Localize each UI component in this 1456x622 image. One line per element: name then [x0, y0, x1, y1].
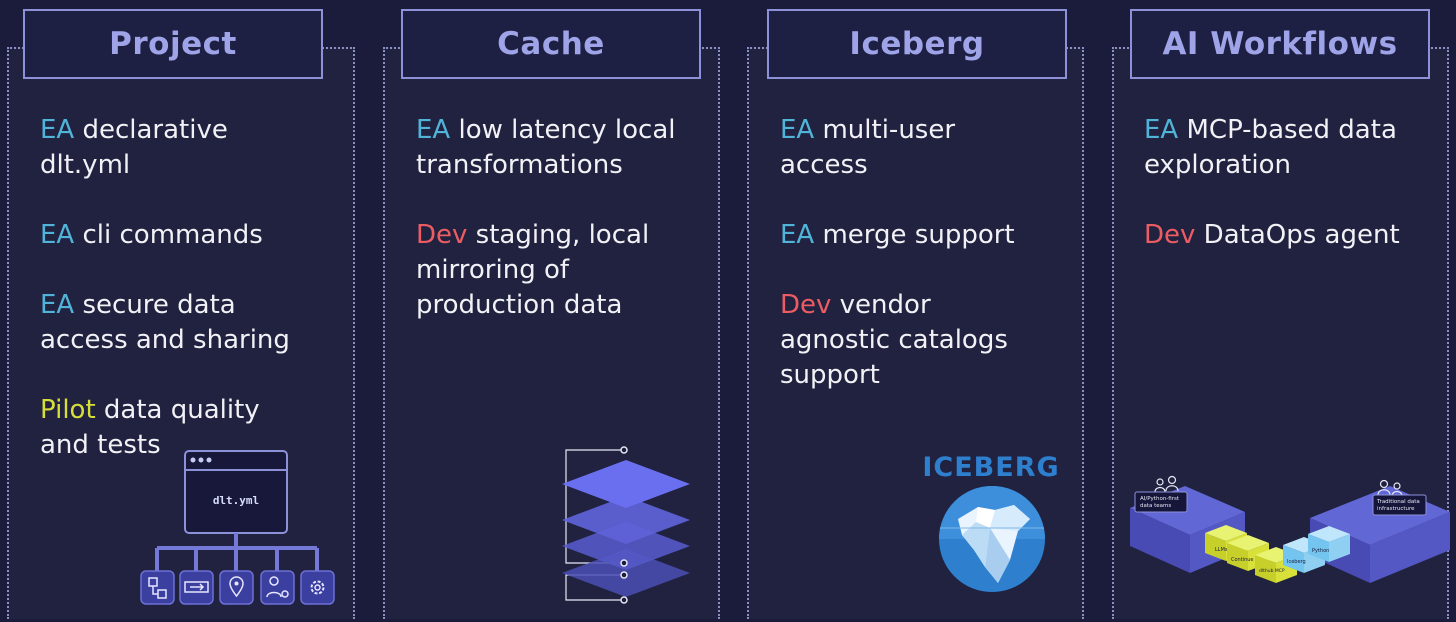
- roadmap-item: EA secure data access and sharing: [40, 288, 350, 358]
- status-tag: EA: [780, 220, 815, 250]
- status-tag: EA: [40, 290, 75, 320]
- column-panel-project: [7, 47, 355, 619]
- item-text: cli commands: [82, 220, 263, 250]
- header-iceberg: Iceberg: [767, 9, 1067, 79]
- item-text: merge support: [822, 220, 1015, 250]
- status-tag: EA: [1144, 115, 1179, 145]
- roadmap-item: EA cli commands: [40, 218, 350, 253]
- roadmap-item: Pilot data quality and tests: [40, 393, 350, 463]
- status-tag: EA: [780, 115, 815, 145]
- roadmap-item: EA low latency local transformations: [416, 113, 716, 183]
- status-tag: EA: [40, 220, 75, 250]
- status-tag: Pilot: [40, 395, 96, 425]
- status-tag: Dev: [780, 290, 832, 320]
- item-text: MCP-based data exploration: [1144, 115, 1397, 180]
- item-text: vendor agnostic catalogs support: [780, 290, 1008, 390]
- item-text: multi-user access: [780, 115, 956, 180]
- roadmap-item: Dev staging, local mirroring of producti…: [416, 218, 716, 323]
- header-project: Project: [23, 9, 323, 79]
- item-text: secure data access and sharing: [40, 290, 290, 355]
- item-text: data quality and tests: [40, 395, 260, 460]
- header-ai-workflows: AI Workflows: [1130, 9, 1430, 79]
- status-tag: EA: [416, 115, 451, 145]
- item-text: DataOps agent: [1203, 220, 1400, 250]
- status-tag: Dev: [416, 220, 468, 250]
- item-text: low latency local transformations: [416, 115, 676, 180]
- item-text: declarative dlt.yml: [40, 115, 228, 180]
- item-text: staging, local mirroring of production d…: [416, 220, 650, 320]
- status-tag: EA: [40, 115, 75, 145]
- header-cache: Cache: [401, 9, 701, 79]
- roadmap-item: EA MCP-based data exploration: [1144, 113, 1444, 183]
- roadmap-item: EA multi-user access: [780, 113, 1080, 183]
- roadmap-item: EA declarative dlt.yml: [40, 113, 350, 183]
- roadmap-item: EA merge support: [780, 218, 1080, 253]
- roadmap-item: Dev vendor agnostic catalogs support: [780, 288, 1080, 393]
- status-tag: Dev: [1144, 220, 1196, 250]
- roadmap-item: Dev DataOps agent: [1144, 218, 1444, 253]
